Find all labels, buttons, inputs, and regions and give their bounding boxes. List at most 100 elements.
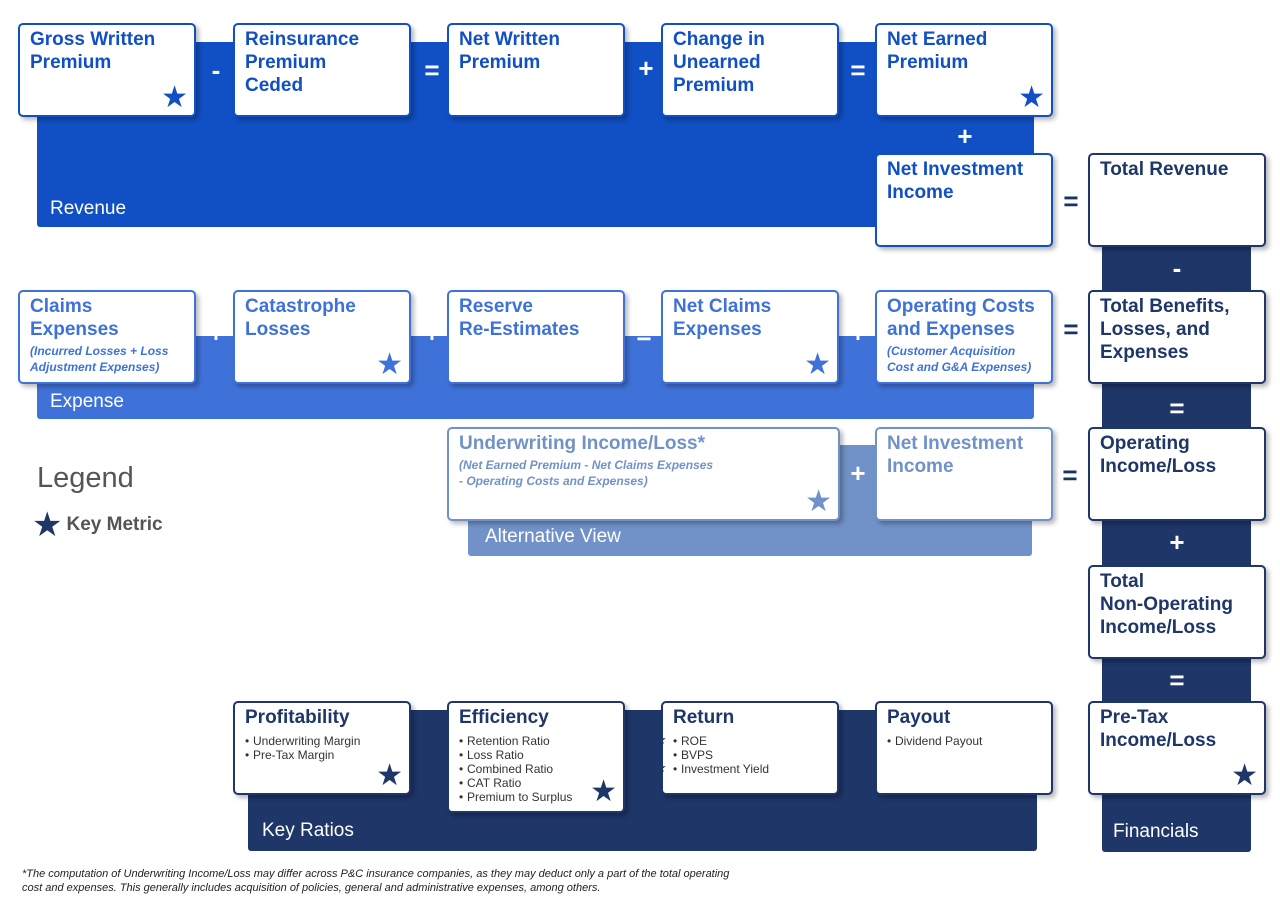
minus-operator: - bbox=[1172, 253, 1182, 283]
operating-costs-title: Operating Costs and Expenses bbox=[887, 296, 1035, 340]
operating-costs-subtitle: (Customer Acquisition Cost and G&A Expen… bbox=[887, 344, 1032, 374]
total-non-operating-title: Total Non-Operating Income/Loss bbox=[1100, 571, 1233, 638]
return-box: Return ★ ROE BVPS ★ Investment Yield bbox=[655, 701, 839, 795]
claims-expenses-title: Claims Expenses bbox=[30, 296, 119, 340]
underwriting-income-title: Underwriting Income/Loss* bbox=[459, 433, 705, 454]
total-revenue-title: Total Revenue bbox=[1100, 159, 1229, 180]
total-benefits-title: Total Benefits, Losses, and Expenses bbox=[1100, 296, 1230, 363]
list-item: Loss Ratio bbox=[459, 748, 613, 762]
catastrophe-losses-title: Catastrophe Losses bbox=[245, 296, 356, 340]
plus-operator: + bbox=[850, 318, 866, 348]
list-item: Combined Ratio bbox=[459, 762, 613, 776]
list-item: Retention Ratio bbox=[459, 734, 613, 748]
change-in-unearned-premium-box: Change in Unearned Premium bbox=[661, 23, 839, 117]
equals-operator: = bbox=[636, 320, 652, 350]
return-list: ★ ROE BVPS ★ Investment Yield bbox=[655, 733, 827, 777]
equals-operator: = bbox=[850, 55, 866, 85]
equals-operator: = bbox=[424, 55, 440, 85]
catastrophe-losses-box: Catastrophe Losses ★ bbox=[233, 290, 411, 384]
list-item: ★ ROE bbox=[655, 733, 827, 749]
equals-operator: = bbox=[1063, 186, 1079, 216]
pre-tax-income-title: Pre-Tax Income/Loss bbox=[1100, 707, 1217, 751]
underwriting-income-subtitle: (Net Earned Premium - Net Claims Expense… bbox=[459, 458, 714, 488]
total-non-operating-box: Total Non-Operating Income/Loss bbox=[1088, 565, 1266, 659]
key-metric-star-icon: ★ bbox=[1231, 759, 1258, 792]
return-title: Return bbox=[673, 707, 735, 728]
list-item-label: Investment Yield bbox=[681, 762, 770, 776]
list-item-label: ROE bbox=[681, 734, 708, 748]
net-claims-expenses-box: Net Claims Expenses ★ bbox=[661, 290, 839, 384]
list-item: CAT Ratio bbox=[459, 776, 613, 790]
operating-income-box: Operating Income/Loss bbox=[1088, 427, 1266, 521]
net-claims-expenses-title: Net Claims Expenses bbox=[673, 296, 772, 340]
key-metric-star-icon: ★ bbox=[376, 348, 403, 381]
net-earned-premium-title: Net Earned Premium bbox=[887, 29, 988, 73]
alt-net-investment-income-title: Net Investment Income bbox=[887, 433, 1024, 477]
key-metric-star-icon: ★ bbox=[161, 81, 188, 114]
pre-tax-income-box: Pre-Tax Income/Loss ★ bbox=[1088, 701, 1266, 795]
list-item: Pre-Tax Margin bbox=[245, 748, 399, 762]
key-metric-star-icon: ★ bbox=[655, 732, 667, 747]
gross-written-premium-box: Gross Written Premium ★ bbox=[18, 23, 196, 117]
net-written-premium-title: Net Written Premium bbox=[459, 29, 560, 73]
profitability-title: Profitability bbox=[245, 707, 350, 728]
plus-operator: + bbox=[850, 458, 866, 488]
key-metric-star-icon: ★ bbox=[1018, 81, 1045, 114]
plus-operator: + bbox=[208, 318, 224, 348]
legend-title: Legend bbox=[37, 462, 134, 494]
change-in-unearned-premium-title: Change in Unearned Premium bbox=[673, 29, 765, 96]
legend-key-metric-label: Key Metric bbox=[66, 514, 163, 536]
efficiency-list: Retention Ratio Loss Ratio Combined Rati… bbox=[459, 734, 613, 804]
net-investment-income-box: Net Investment Income bbox=[875, 153, 1053, 247]
minus-operator: - bbox=[211, 55, 221, 85]
claims-expenses-subtitle: (Incurred Losses + Loss Adjustment Expen… bbox=[30, 344, 169, 374]
efficiency-title: Efficiency bbox=[459, 707, 549, 728]
total-revenue-box: Total Revenue bbox=[1088, 153, 1266, 247]
efficiency-box: Efficiency Retention Ratio Loss Ratio Co… bbox=[447, 701, 625, 813]
payout-box: Payout Dividend Payout bbox=[875, 701, 1053, 795]
payout-title: Payout bbox=[887, 707, 951, 728]
reserve-re-estimates-title: Reserve Re-Estimates bbox=[459, 296, 580, 340]
key-metric-star-icon: ★ bbox=[804, 348, 831, 381]
alt-net-investment-income-box: Net Investment Income bbox=[875, 427, 1053, 521]
list-item: ★ Investment Yield bbox=[655, 761, 827, 777]
plus-operator: + bbox=[957, 121, 973, 151]
plus-operator: + bbox=[638, 53, 654, 83]
alternative-view-band-label: Alternative View bbox=[485, 526, 621, 547]
total-benefits-box: Total Benefits, Losses, and Expenses bbox=[1088, 290, 1266, 384]
equals-operator: = bbox=[1062, 460, 1078, 490]
net-investment-income-title: Net Investment Income bbox=[887, 159, 1024, 203]
equals-operator: = bbox=[1169, 665, 1185, 695]
revenue-band-label: Revenue bbox=[50, 198, 127, 219]
gross-written-premium-title: Gross Written Premium bbox=[30, 29, 156, 73]
net-earned-premium-box: Net Earned Premium ★ bbox=[875, 23, 1053, 117]
key-metric-star-icon: ★ bbox=[376, 759, 403, 792]
financials-band-label: Financials bbox=[1113, 821, 1199, 842]
list-item: Premium to Surplus bbox=[459, 790, 613, 804]
key-metric-star-icon: ★ bbox=[655, 760, 667, 775]
operating-costs-box: Operating Costs and Expenses (Customer A… bbox=[875, 290, 1053, 384]
expense-band-label: Expense bbox=[50, 391, 124, 412]
underwriting-income-box: Underwriting Income/Loss* (Net Earned Pr… bbox=[447, 427, 840, 521]
list-item: BVPS bbox=[673, 748, 827, 762]
reinsurance-premium-ceded-title: Reinsurance Premium Ceded bbox=[245, 29, 360, 96]
equals-operator: = bbox=[1063, 314, 1079, 344]
equals-operator: = bbox=[1169, 393, 1185, 423]
list-item: Dividend Payout bbox=[887, 734, 1041, 748]
footnote: *The computation of Underwriting Income/… bbox=[22, 868, 730, 894]
list-item: Underwriting Margin bbox=[245, 734, 399, 748]
operating-income-title: Operating Income/Loss bbox=[1100, 433, 1217, 477]
key-metric-star-icon: ★ bbox=[805, 485, 832, 518]
reinsurance-premium-ceded-box: Reinsurance Premium Ceded bbox=[233, 23, 411, 117]
key-metric-star-icon: ★ bbox=[32, 506, 63, 544]
legend-key-metric: ★Key Metric bbox=[32, 505, 163, 545]
net-written-premium-box: Net Written Premium bbox=[447, 23, 625, 117]
profitability-box: Profitability Underwriting Margin Pre-Ta… bbox=[233, 701, 411, 795]
key-metric-star-icon: ★ bbox=[590, 775, 617, 808]
reserve-re-estimates-box: Reserve Re-Estimates bbox=[447, 290, 625, 384]
key-ratios-band-label: Key Ratios bbox=[262, 820, 354, 841]
claims-expenses-box: Claims Expenses (Incurred Losses + Loss … bbox=[18, 290, 196, 384]
plus-operator: + bbox=[424, 318, 440, 348]
plus-operator: + bbox=[1169, 527, 1185, 557]
profitability-list: Underwriting Margin Pre-Tax Margin bbox=[245, 734, 399, 762]
